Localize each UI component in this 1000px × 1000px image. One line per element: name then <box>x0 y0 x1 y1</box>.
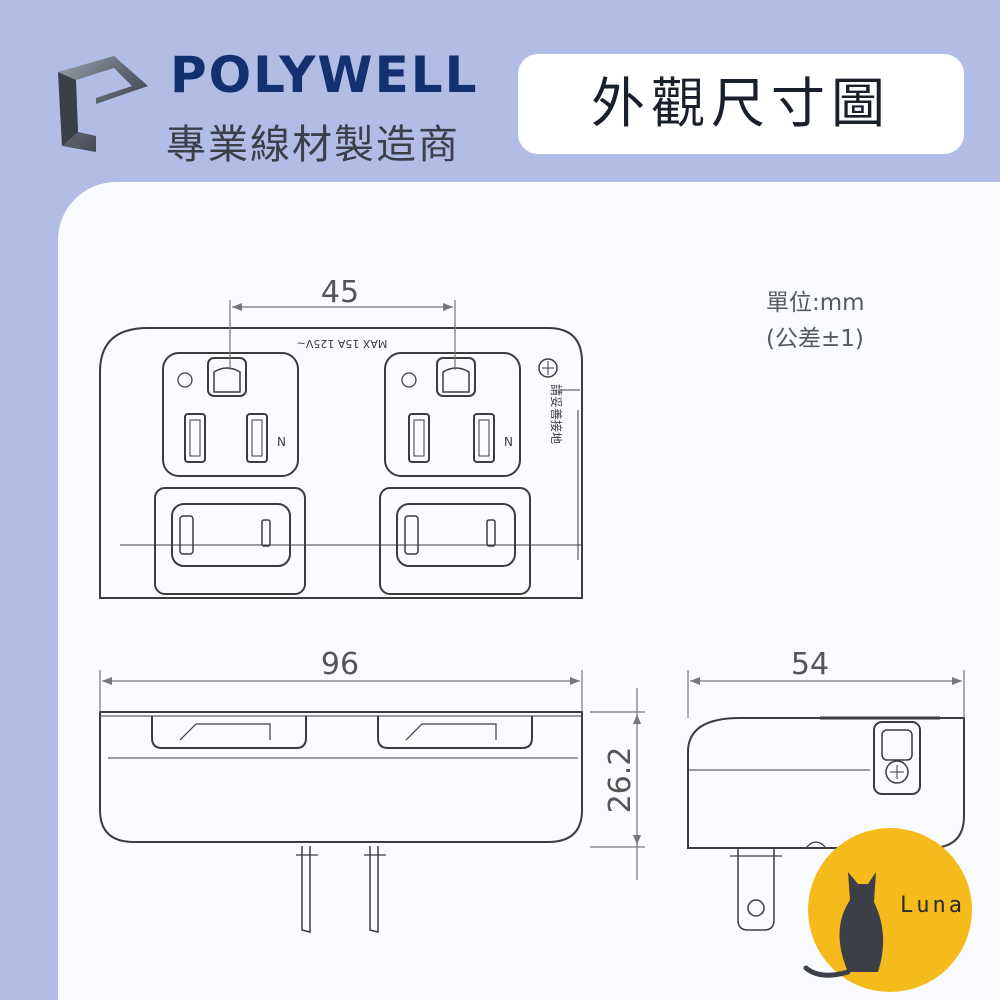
dim-socket-spacing: 45 <box>321 275 359 310</box>
brand-subtitle: 專業線材製造商 <box>166 122 460 168</box>
brand-name: POLYWELL <box>170 46 479 104</box>
title-box: 外觀尺寸圖 <box>518 54 964 154</box>
front-view <box>99 327 583 599</box>
dim-width: 96 <box>321 647 359 682</box>
ground-note: 請妥善接地 <box>549 384 564 444</box>
dim-depth: 54 <box>791 647 829 682</box>
unit-note: 單位:mm (公差±1) <box>766 285 865 357</box>
switch-left <box>154 487 306 595</box>
dim-height: 26.2 <box>603 747 638 814</box>
polywell-logo-icon <box>58 56 148 152</box>
bottom-view <box>99 711 583 933</box>
rating-label: MAX 15A 125V~ <box>297 337 388 350</box>
page-title: 外觀尺寸圖 <box>591 72 891 135</box>
tolerance-label: (公差±1) <box>766 326 864 352</box>
neutral-label-left: N <box>277 435 286 449</box>
socket-right <box>384 352 521 477</box>
socket-left <box>162 352 299 477</box>
unit-label: 單位:mm <box>766 290 865 316</box>
neutral-label-right: N <box>504 435 513 449</box>
luna-watermark-icon <box>803 828 972 992</box>
switch-right <box>379 487 531 595</box>
watermark-label: Luna <box>900 893 965 918</box>
side-view <box>687 716 965 931</box>
